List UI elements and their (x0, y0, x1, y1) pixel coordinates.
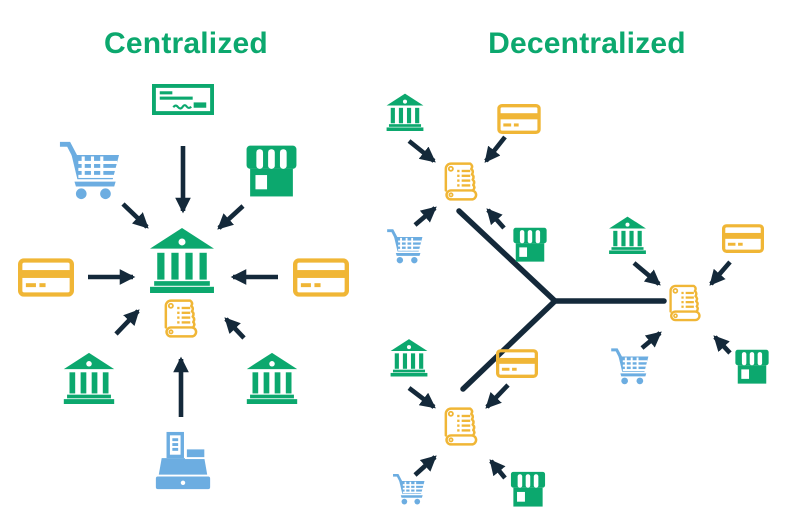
shopping-cart-icon (386, 227, 423, 265)
arrow-store-to-scroll1 (486, 208, 506, 230)
arrow-bank-lr-to-scroll (224, 317, 246, 340)
network-link-hub1 (456, 208, 558, 304)
arrow-cart-to-scroll3 (413, 455, 437, 477)
arrow-cart-to-scroll1 (413, 206, 437, 227)
storefront-icon (733, 348, 771, 386)
decentralized-title: Decentralized (488, 27, 686, 60)
shopping-cart-icon (392, 470, 425, 508)
storefront-icon (243, 143, 300, 200)
arrow-bank-to-scroll3 (407, 386, 436, 409)
bank-icon (245, 352, 299, 404)
arrow-bank-ll-to-scroll (114, 309, 140, 336)
arrow-store-to-bank (217, 204, 245, 230)
credit-card-icon (722, 224, 764, 253)
arrow-card-to-scroll3 (485, 383, 510, 409)
cash-register-icon (151, 430, 215, 492)
arrow-cart-to-scroll2 (640, 331, 662, 350)
shopping-cart-icon (58, 139, 120, 201)
contract-scroll-icon (440, 404, 484, 449)
arrow-bank-to-scroll1 (407, 139, 436, 163)
arrow-store-to-scroll3 (489, 459, 507, 480)
arrow-bank-to-scroll2 (632, 261, 661, 286)
credit-card-icon (18, 258, 74, 297)
storefront-icon (508, 470, 548, 509)
credit-card-icon (496, 349, 538, 378)
credit-card-icon (497, 104, 541, 134)
arrow-cart-to-bank (121, 202, 149, 229)
contract-scroll-icon (160, 296, 204, 341)
shopping-cart-icon (610, 346, 649, 386)
storefront-icon (511, 226, 549, 264)
credit-card-icon (293, 258, 349, 297)
bank-icon (149, 226, 215, 294)
contract-scroll-icon (440, 159, 484, 204)
arrow-card-to-scroll2 (709, 260, 732, 286)
bank-icon (607, 216, 648, 254)
check-icon (152, 84, 214, 115)
centralized-title: Centralized (104, 27, 268, 60)
bank-icon (62, 352, 116, 404)
contract-scroll-icon (665, 281, 707, 325)
arrow-card-to-scroll1 (484, 135, 507, 163)
network-link-hub3 (460, 298, 558, 392)
bank-icon (390, 337, 428, 378)
bank-icon (386, 93, 424, 131)
arrow-store-to-scroll2 (713, 335, 732, 355)
